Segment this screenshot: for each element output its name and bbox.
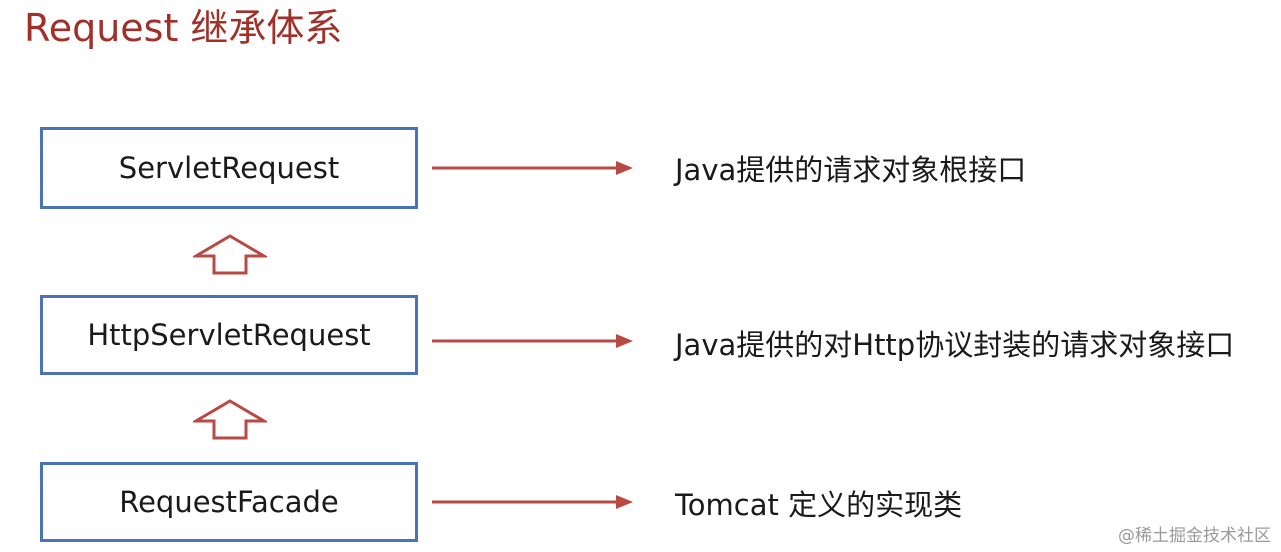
node-servletrequest: ServletRequest [40,127,418,209]
node-httpservletrequest: HttpServletRequest [40,295,418,375]
right-arrow-icon [432,495,633,509]
node-httpservletrequest-description: Java提供的对Http协议封装的请求对象接口 [675,328,1235,362]
node-requestfacade-description: Tomcat 定义的实现类 [675,488,963,522]
inheritance-up-arrow-icon [193,399,267,440]
right-arrow-icon [432,334,633,348]
inheritance-up-arrow-icon [193,234,267,275]
node-requestfacade: RequestFacade [40,462,418,542]
right-arrow-icon [432,161,633,175]
page-title: Request 继承体系 [24,6,343,50]
node-servletrequest-description: Java提供的请求对象根接口 [675,153,1027,187]
watermark: @稀土掘金技术社区 [1118,526,1271,546]
